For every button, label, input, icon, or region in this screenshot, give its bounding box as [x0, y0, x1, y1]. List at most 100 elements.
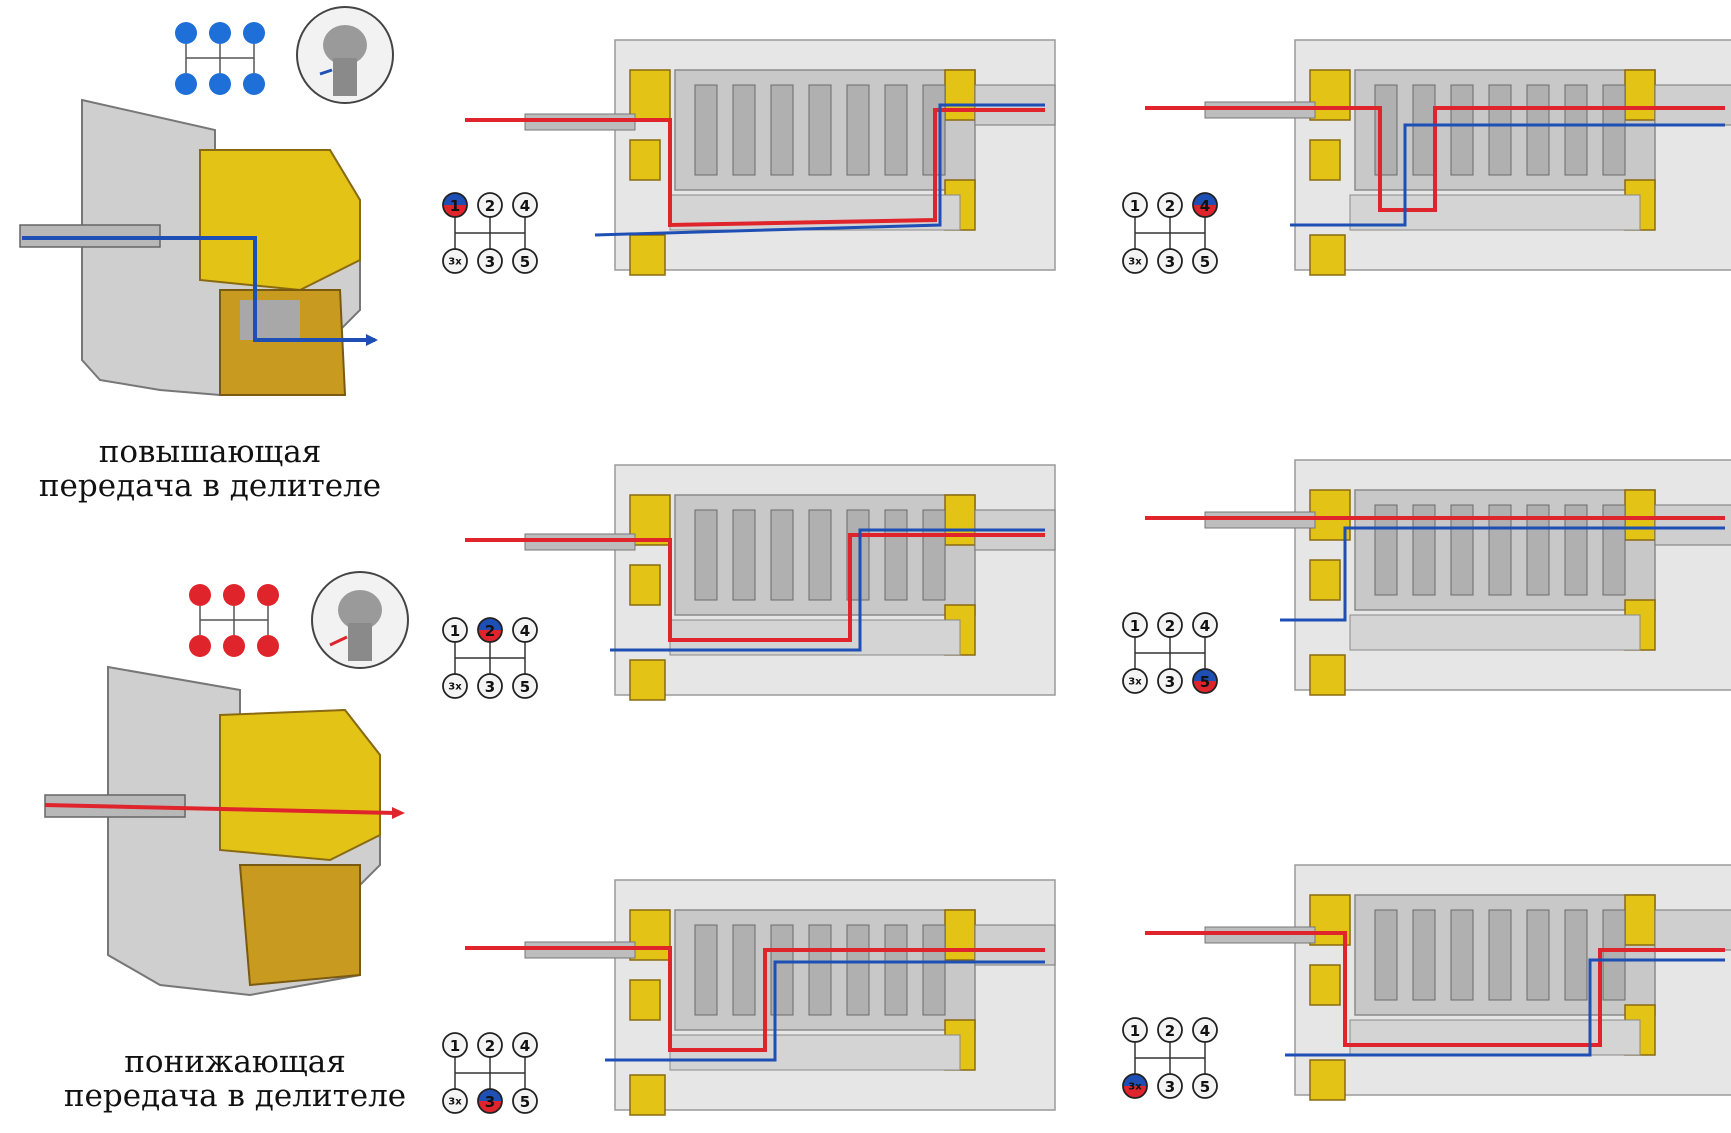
gear-position-3: 3 [1157, 248, 1183, 274]
caption-line-1: повышающая [98, 434, 322, 470]
gear-label: 3x [1128, 1082, 1142, 1093]
gear-position-3x: 3x [1122, 248, 1148, 274]
gear-label: 1 [1130, 1022, 1140, 1040]
gear-position-5: 5 [512, 673, 538, 699]
gear-label: 1 [1130, 197, 1140, 215]
flow-blue [1280, 526, 1725, 622]
gear-position-4: 4 [1192, 192, 1218, 218]
gear-label: 2 [1165, 617, 1175, 635]
gear-position-5: 5 [1192, 668, 1218, 694]
caption-line-2: передача в делителе [63, 1078, 407, 1114]
gear-label: 3 [1165, 253, 1175, 271]
flow-red [1145, 931, 1725, 1047]
gear-label: 4 [1200, 617, 1210, 635]
flow-red [1145, 106, 1725, 212]
gear-label: 3x [1128, 257, 1142, 268]
gearbox-section-4: 1 2 4 3x 3 5 [1122, 39, 1731, 276]
flow-blue [610, 528, 1045, 652]
gear-position-1: 1 [442, 617, 468, 643]
gear-position-2: 2 [1157, 192, 1183, 218]
gear-label: 4 [1200, 1022, 1210, 1040]
gear-label: 4 [520, 622, 530, 640]
gear-label: 2 [485, 622, 495, 640]
splitter-high-housing [19, 98, 361, 396]
gear-position-2: 2 [477, 192, 503, 218]
splitter-low-housing [44, 665, 381, 997]
gear-label: 3 [485, 1093, 495, 1111]
gear-label: 3 [485, 678, 495, 696]
gear-label: 3x [448, 257, 462, 268]
splitter-high-caption: повышающая передача в делителе [0, 435, 420, 503]
gear-position-4: 4 [1192, 1017, 1218, 1043]
gear-position-5: 5 [512, 248, 538, 274]
gear-position-5: 5 [1192, 248, 1218, 274]
gear-label: 3x [448, 1097, 462, 1108]
flow-red [465, 946, 1045, 1052]
gear-position-3: 3 [1157, 1073, 1183, 1099]
gear-label: 5 [1200, 253, 1210, 271]
gear-position-2: 2 [1157, 1017, 1183, 1043]
flow-blue [594, 103, 1045, 237]
splitter-high-flow [22, 236, 375, 342]
gear-label: 2 [485, 197, 495, 215]
gear-1-diagram: 1 2 4 3x 3 5 [442, 192, 538, 274]
gear-label: 4 [520, 1037, 530, 1055]
gear-label: 2 [1165, 1022, 1175, 1040]
splitter-high-knob-icon [296, 6, 394, 104]
flow-blue [605, 960, 1045, 1062]
gear-label: 3 [1165, 673, 1175, 691]
gear-position-3: 3 [477, 1088, 503, 1114]
gearbox-section-1: 1 2 4 3x 3 5 [442, 39, 1056, 276]
splitter-low-flow [44, 803, 396, 815]
gear-position-4: 4 [512, 192, 538, 218]
flow-red [465, 108, 1045, 228]
gear-label: 3x [1128, 677, 1142, 688]
gear-label: 1 [450, 197, 460, 215]
gear-label: 5 [520, 1093, 530, 1111]
gear-2-diagram: 1 2 4 3x 3 5 [442, 617, 538, 699]
gear-label: 3x [448, 682, 462, 693]
flow-red [465, 533, 1045, 642]
splitter-high-panel: повышающая передача в делителе [0, 0, 420, 503]
gear-position-3x: 3x [442, 1088, 468, 1114]
gear-label: 4 [520, 197, 530, 215]
gear-position-3x: 3x [1122, 668, 1148, 694]
gearbox-section-5: 1 2 4 3x 3 5 [1122, 459, 1731, 696]
gear-label: 5 [520, 253, 530, 271]
splitter-low-drawing [44, 571, 409, 997]
splitter-low-knob-icon [311, 571, 409, 669]
splitter-low-panel: понижающая передача в делителе [0, 571, 420, 1113]
splitter-high-drawing [19, 6, 394, 396]
gear-4-diagram: 1 2 4 3x 3 5 [1122, 192, 1218, 274]
flow-blue [1285, 958, 1725, 1057]
gear-position-4: 4 [512, 1032, 538, 1058]
gear-position-4: 4 [1192, 612, 1218, 638]
gear-label: 5 [1200, 673, 1210, 691]
caption-line-1: понижающая [124, 1044, 346, 1080]
gear-position-1: 1 [1122, 192, 1148, 218]
caption-line-2: передача в делителе [38, 468, 382, 504]
gear-position-3x: 3x [442, 248, 468, 274]
splitter-high-dots [175, 22, 265, 95]
gear-position-3x: 3x [442, 673, 468, 699]
gear-position-5: 5 [1192, 1073, 1218, 1099]
gear-position-1: 1 [1122, 1017, 1148, 1043]
flow-blue [1290, 123, 1725, 227]
gear-position-2: 2 [1157, 612, 1183, 638]
gear-position-1: 1 [1122, 612, 1148, 638]
gear-label: 3 [485, 253, 495, 271]
splitter-low-caption: понижающая передача в делителе [0, 1045, 470, 1113]
gear-position-3: 3 [1157, 668, 1183, 694]
gear-position-1: 1 [442, 1032, 468, 1058]
gear-label: 2 [1165, 197, 1175, 215]
gear-label: 3 [1165, 1078, 1175, 1096]
gear-position-1: 1 [442, 192, 468, 218]
gear-label: 4 [1200, 197, 1210, 215]
gear-label: 5 [520, 678, 530, 696]
gear-5-diagram: 1 2 4 3x 3 5 [1122, 612, 1218, 694]
gear-label: 1 [1130, 617, 1140, 635]
gear-label: 1 [450, 622, 460, 640]
